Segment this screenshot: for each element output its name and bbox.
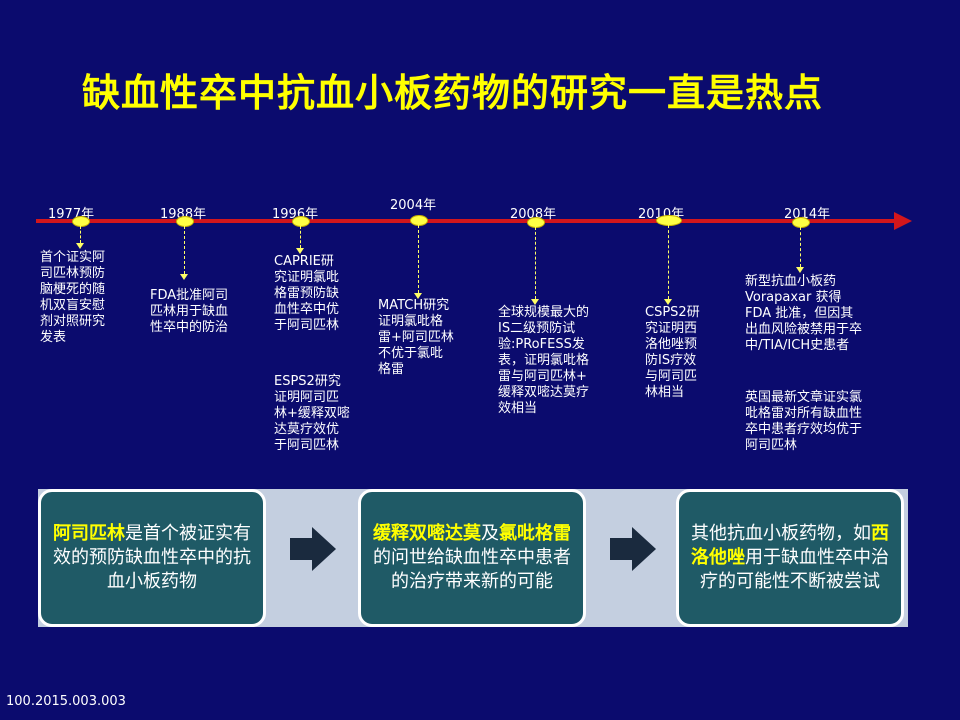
event-2014-vorapaxar: 新型抗血小板药 Vorapaxar 获得 FDA 批准，但因其 出血风险被禁用于… bbox=[745, 274, 863, 353]
highlight-clopidogrel: 氯吡格雷 bbox=[499, 523, 571, 544]
event-1977: 首个证实阿 司匹林预防 脑梗死的随 机双盲安慰 剂对照研究 发表 bbox=[40, 250, 106, 345]
summary-text-cilostazol-pre: 其他抗血小板药物，如 bbox=[691, 523, 871, 544]
marker-2004 bbox=[410, 215, 428, 226]
connector-2014 bbox=[796, 227, 804, 273]
summary-text-cilostazol: 用于缺血性卒中治疗的可能性不断被尝试 bbox=[700, 547, 889, 592]
year-2004: 2004年 bbox=[390, 198, 437, 213]
connector-2004 bbox=[414, 225, 422, 299]
connector-2008 bbox=[531, 227, 539, 305]
summary-box-aspirin: 阿司匹林是首个被证实有效的预防缺血性卒中的抗血小板药物 bbox=[38, 489, 266, 627]
highlight-aspirin: 阿司匹林 bbox=[53, 523, 125, 544]
footer-code: 100.2015.003.003 bbox=[6, 694, 126, 709]
marker-1996 bbox=[292, 216, 310, 227]
summary-connector-and: 及 bbox=[481, 523, 499, 544]
summary-text-dipyridamole-clopidogrel: 的问世给缺血性卒中患者的治疗带来新的可能 bbox=[373, 547, 571, 592]
highlight-cilostazol: 西洛他唑 bbox=[691, 523, 889, 568]
event-2004: MATCH研究 证明氯吡格 雷+阿司匹林 不优于氯吡 格雷 bbox=[378, 298, 454, 377]
connector-1977 bbox=[76, 226, 84, 249]
event-2010: CSPS2研 究证明西 洛他唑预 防IS疗效 与阿司匹 林相当 bbox=[645, 305, 700, 400]
connector-2010 bbox=[664, 225, 672, 305]
year-1988: 1988年 bbox=[160, 207, 207, 222]
marker-2008 bbox=[527, 217, 545, 228]
event-2014-clopidogrel: 英国最新文章证实氯 吡格雷对所有缺血性 卒中患者疗效均优于 阿司匹林 bbox=[745, 390, 863, 453]
summary-box-dipyridamole-clopidogrel: 缓释双嘧达莫及氯吡格雷的问世给缺血性卒中患者的治疗带来新的可能 bbox=[358, 489, 586, 627]
event-1988: FDA批准阿司 匹林用于缺血 性卒中的防治 bbox=[150, 288, 229, 335]
flow-arrow-2 bbox=[610, 527, 656, 571]
page-title: 缺血性卒中抗血小板药物的研究一直是热点 bbox=[82, 71, 824, 115]
summary-text-aspirin: 是首个被证实有效的预防缺血性卒中的抗血小板药物 bbox=[53, 523, 251, 592]
event-1996-caprie: CAPRIE研 究证明氯吡 格雷预防缺 血性卒中优 于阿司匹林 bbox=[274, 254, 340, 333]
summary-box-cilostazol: 其他抗血小板药物，如西洛他唑用于缺血性卒中治疗的可能性不断被尝试 bbox=[676, 489, 904, 627]
event-1996-esps2: ESPS2研究 证明阿司匹 林+缓释双嘧 达莫疗效优 于阿司匹林 bbox=[274, 374, 350, 453]
marker-2014 bbox=[792, 217, 810, 228]
flow-arrow-1 bbox=[290, 527, 336, 571]
connector-1996 bbox=[296, 226, 304, 254]
event-2008: 全球规模最大的 IS二级预防试 验:PRoFESS发 表，证明氯吡格 雷与阿司匹… bbox=[498, 305, 590, 416]
highlight-dipyridamole: 缓释双嘧达莫 bbox=[373, 523, 481, 544]
marker-2010 bbox=[656, 215, 682, 226]
connector-1988 bbox=[180, 226, 188, 280]
timeline-arrowhead bbox=[894, 212, 912, 230]
year-2008: 2008年 bbox=[510, 207, 557, 222]
marker-1977 bbox=[72, 216, 90, 227]
timeline-axis bbox=[36, 219, 896, 223]
marker-1988 bbox=[176, 216, 194, 227]
